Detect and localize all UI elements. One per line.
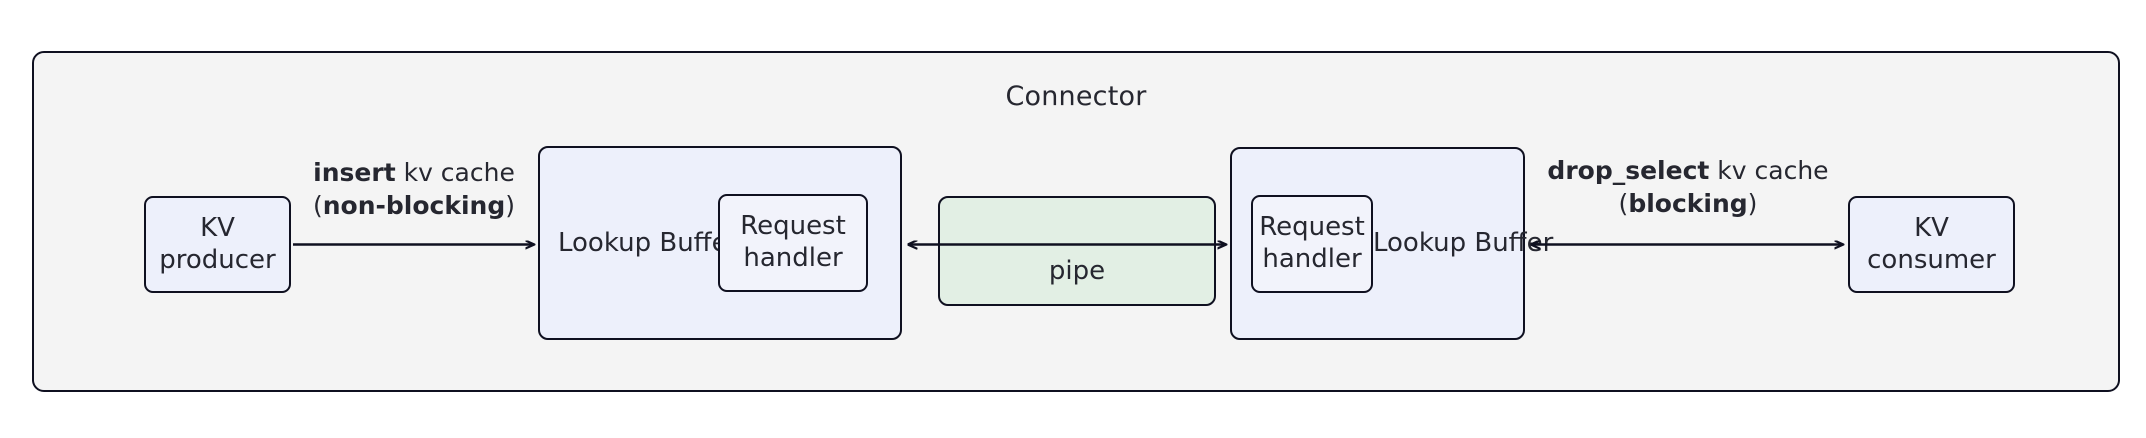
request-handler-left-label-line1: Request	[740, 211, 846, 242]
edge-label-insert: insert kv cache (non-blocking)	[300, 156, 528, 222]
pipe-label: pipe	[1048, 256, 1106, 286]
edge-label-drop-select: drop_select kv cache (blocking)	[1538, 154, 1838, 220]
lookup-buffer-right-label: Lookup Buffer	[1373, 227, 1553, 259]
edge-label-insert-line1: insert kv cache	[300, 156, 528, 189]
edge-label-drop-select-paren-open: (	[1618, 189, 1629, 218]
kv-consumer-label-line1: KV	[1914, 212, 1949, 243]
edge-label-insert-op: insert	[313, 158, 396, 187]
lookup-buffer-left-node: Lookup Buffer Request handler	[538, 146, 902, 340]
kv-producer-label-line1: KV	[200, 212, 235, 243]
edge-label-insert-mode: non-blocking	[322, 191, 506, 220]
edge-label-drop-select-object: kv cache	[1709, 156, 1829, 185]
lookup-buffer-right-label-line2: Buffer	[1474, 228, 1554, 259]
kv-consumer-label-line2: consumer	[1867, 244, 1996, 275]
pipe-node: pipe	[938, 196, 1216, 306]
edge-label-insert-object: kv cache	[395, 158, 515, 187]
edge-label-insert-paren-close: )	[505, 191, 516, 220]
edge-label-insert-line2: (non-blocking)	[300, 189, 528, 222]
lookup-buffer-left-label-line1: Lookup	[558, 227, 652, 258]
edge-label-drop-select-line2: (blocking)	[1538, 187, 1838, 220]
request-handler-left-label-line2: handler	[743, 243, 843, 273]
edge-label-drop-select-op: drop_select	[1547, 156, 1710, 185]
edge-label-drop-select-mode: blocking	[1628, 189, 1748, 218]
edge-label-drop-select-paren-close: )	[1747, 189, 1758, 218]
connector-title: Connector	[1005, 81, 1147, 112]
lookup-buffer-right-node: Request handler Lookup Buffer	[1230, 147, 1553, 340]
lookup-buffer-left-label: Lookup Buffer	[558, 227, 738, 259]
request-handler-left-node: Request handler	[718, 194, 868, 292]
edge-label-drop-select-line1: drop_select kv cache	[1538, 154, 1838, 187]
edge-label-insert-paren-open: (	[312, 191, 323, 220]
request-handler-right-node: Request handler	[1251, 194, 1373, 293]
request-handler-right-label-line2: handler	[1262, 243, 1362, 274]
kv-consumer-node: KV consumer	[1848, 196, 2015, 293]
kv-producer-node: KV producer	[144, 196, 291, 293]
lookup-buffer-right-label-line1: Lookup	[1373, 228, 1467, 259]
kv-producer-label-line2: producer	[159, 244, 276, 275]
request-handler-right-label-line1: Request	[1259, 211, 1365, 242]
